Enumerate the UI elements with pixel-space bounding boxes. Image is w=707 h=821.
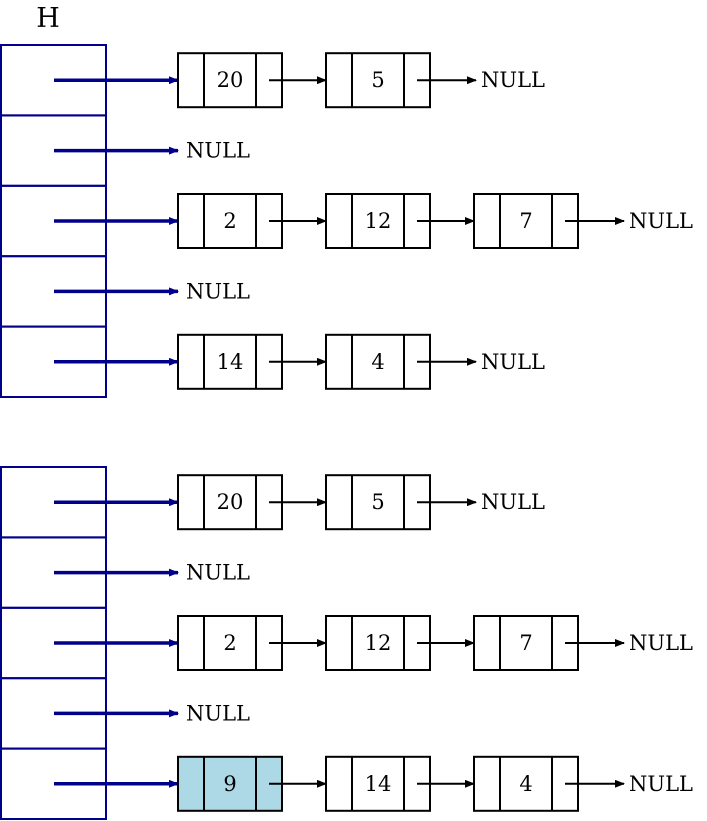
node-value: 2 — [223, 631, 236, 655]
node-value: 7 — [519, 631, 532, 655]
node-box — [177, 333, 283, 390]
list-node: 20 — [177, 52, 327, 109]
node-value: 5 — [371, 490, 384, 514]
bucket-row: 20 5 NULL — [0, 466, 545, 539]
hash-table-title: H — [36, 3, 60, 34]
list-node: 9 — [177, 755, 327, 812]
null-label: NULL — [186, 139, 250, 163]
node-value: 14 — [365, 772, 392, 796]
null-label: NULL — [186, 561, 250, 585]
node-box — [177, 615, 283, 671]
node-value: 20 — [217, 490, 244, 514]
node-value: 4 — [519, 772, 532, 796]
node-box — [325, 755, 431, 812]
null-label: NULL — [186, 701, 250, 725]
list-node: 4 NULL — [473, 755, 693, 812]
bucket-row: 14 4 NULL — [0, 325, 545, 399]
node-box — [177, 193, 283, 249]
bucket-row: 2 12 7 NULL — [0, 606, 693, 680]
null-label: NULL — [629, 772, 693, 796]
list-node: 2 — [177, 193, 327, 249]
bucket-row: NULL — [0, 677, 250, 750]
node-value: 12 — [365, 209, 392, 233]
list-node: 12 — [325, 193, 475, 249]
null-label: NULL — [481, 490, 545, 514]
list-node: 5 NULL — [325, 474, 545, 531]
null-label: NULL — [629, 631, 693, 655]
list-node: 12 — [325, 615, 475, 671]
null-label: NULL — [186, 279, 250, 303]
node-value: 5 — [371, 68, 384, 92]
list-node: 2 — [177, 615, 327, 671]
node-value: 4 — [371, 350, 384, 374]
bucket-row: NULL — [0, 536, 250, 609]
node-box — [325, 474, 431, 531]
list-node: 4 NULL — [325, 333, 545, 390]
node-value: 20 — [217, 68, 244, 92]
node-value: 2 — [223, 209, 236, 233]
node-box — [177, 52, 283, 109]
list-node: 7 NULL — [473, 615, 693, 671]
node-value: 14 — [217, 350, 244, 374]
list-node: 5 NULL — [325, 52, 545, 109]
node-value: 12 — [365, 631, 392, 655]
null-label: NULL — [481, 68, 545, 92]
list-node: 14 — [177, 333, 327, 390]
inserted-node-box — [177, 755, 283, 812]
bucket-row: NULL — [0, 255, 250, 328]
node-value: 7 — [519, 209, 532, 233]
node-box — [325, 52, 431, 109]
bucket-row: NULL — [0, 114, 250, 187]
bucket-row: 2 12 7 NULL — [0, 184, 693, 258]
bucket-row: 9 14 4 NULL — [0, 747, 693, 820]
list-node: 7 NULL — [473, 193, 693, 249]
node-value: 9 — [223, 772, 236, 796]
list-node: 20 — [177, 474, 327, 531]
null-label: NULL — [481, 350, 545, 374]
null-label: NULL — [629, 209, 693, 233]
list-node: 14 — [325, 755, 475, 812]
node-box — [325, 333, 431, 390]
bucket-row: 20 5 NULL — [0, 44, 545, 117]
node-box — [473, 193, 579, 249]
